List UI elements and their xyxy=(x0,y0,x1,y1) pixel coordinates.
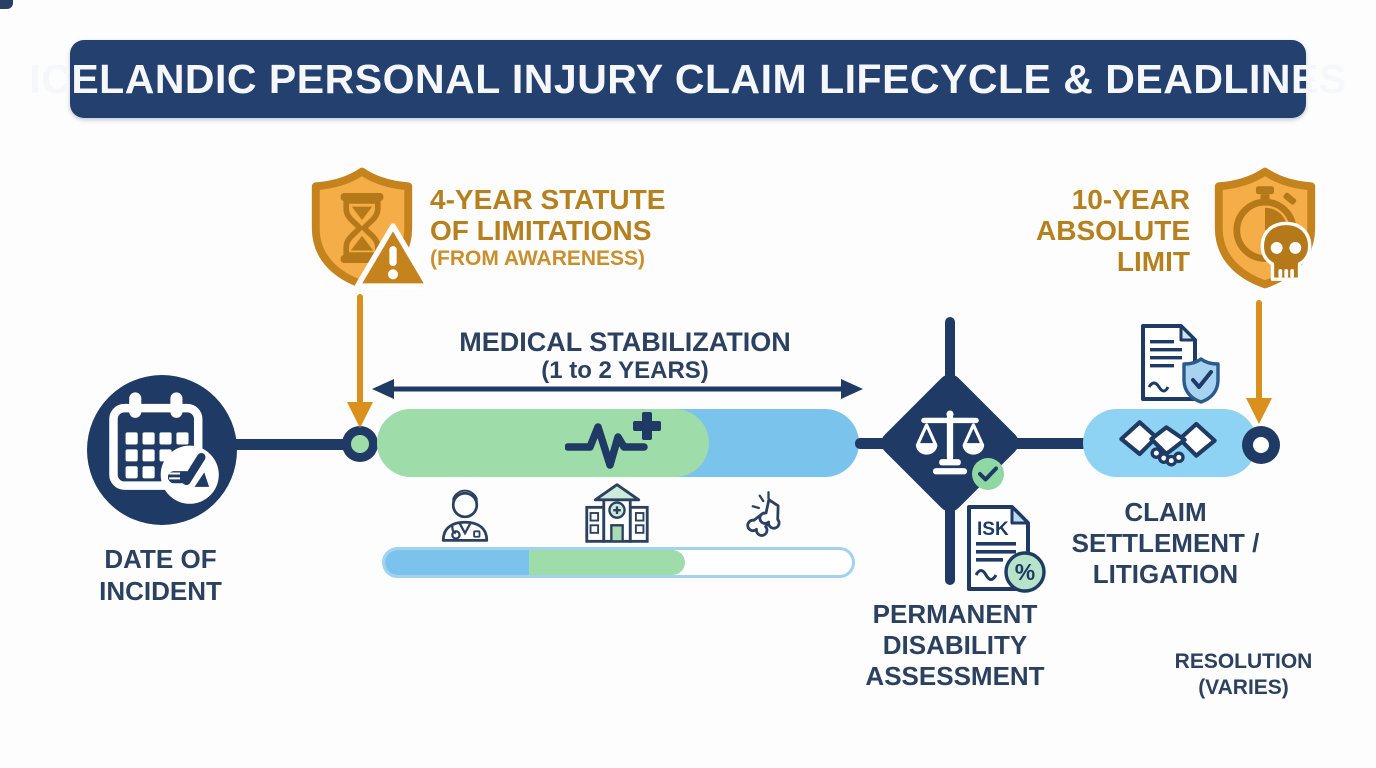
resolution-line2: (VARIES) xyxy=(1198,676,1289,699)
isk-label: ISK xyxy=(977,519,1009,540)
hospital-icon xyxy=(585,483,649,543)
absolute-arrow-head xyxy=(1246,398,1272,424)
settlement-line1: CLAIM xyxy=(1124,497,1207,527)
assessment-label: PERMANENT DISABILITY ASSESSMENT xyxy=(840,599,1070,692)
stabilization-title: MEDICAL STABILIZATION (1 to 2 YEARS) xyxy=(395,327,855,385)
progress-segment-green xyxy=(529,550,685,575)
settlement-line3: LITIGATION xyxy=(1092,559,1239,589)
handshake-icon xyxy=(1119,420,1217,467)
stabilization-title-line: MEDICAL STABILIZATION xyxy=(459,327,791,357)
page-title: ICELANDIC PERSONAL INJURY CLAIM LIFECYCL… xyxy=(29,55,1347,102)
contract-shield-check-icon xyxy=(1141,324,1220,404)
resolution-label: RESOLUTION (VARIES) xyxy=(1156,649,1331,701)
statute-line2: OF LIMITATIONS xyxy=(430,215,652,246)
incident-label-line1: DATE OF xyxy=(104,544,217,574)
statute-arrow-line xyxy=(357,294,363,404)
assessment-line2: DISABILITY xyxy=(882,630,1028,660)
scales-of-justice-icon xyxy=(915,410,985,475)
doctor-icon xyxy=(441,489,489,542)
percent-badge-icon: % xyxy=(1004,551,1046,593)
connector-diamond-to-pill xyxy=(983,438,1088,449)
settlement-label: CLAIM SETTLEMENT / LITIGATION xyxy=(1058,497,1273,590)
absolute-line1: 10-YEAR xyxy=(1071,184,1190,215)
title-banner: ICELANDIC PERSONAL INJURY CLAIM LIFECYCL… xyxy=(29,40,1346,118)
statute-line1: 4-YEAR STATUTE xyxy=(430,184,666,215)
absolute-line3: LIMIT xyxy=(1116,246,1190,277)
injury-badge-icon xyxy=(160,445,219,504)
incident-label: DATE OF INCIDENT xyxy=(58,543,263,607)
absolute-line2: ABSOLUTE xyxy=(1036,215,1190,246)
stabilization-subtitle: (1 to 2 YEARS) xyxy=(541,357,709,384)
absolute-arrow-line xyxy=(1256,300,1262,400)
incident-label-line2: INCIDENT xyxy=(99,576,222,606)
statute-deadline-label: 4-YEAR STATUTE OF LIMITATIONS (FROM AWAR… xyxy=(430,184,710,271)
settlement-line2: SETTLEMENT / xyxy=(1071,528,1260,558)
warning-triangle-icon xyxy=(354,223,432,289)
calendar-icon xyxy=(109,392,219,504)
timeline-node-start-center xyxy=(351,435,369,453)
check-circle-icon xyxy=(972,458,1004,490)
corner-mark xyxy=(0,0,13,9)
connector-incident xyxy=(225,439,360,450)
resolution-line1: RESOLUTION xyxy=(1174,650,1313,673)
stabilization-bar-green xyxy=(377,409,709,477)
progress-bar xyxy=(382,547,855,578)
skull-icon xyxy=(1260,221,1312,281)
statute-arrow-head xyxy=(347,402,373,428)
absolute-limit-label: 10-YEAR ABSOLUTE LIMIT xyxy=(1020,184,1190,277)
broken-bone-icon xyxy=(746,491,781,537)
assessment-line3: ASSESSMENT xyxy=(865,661,1045,691)
heartbeat-plus-icon xyxy=(565,412,661,469)
timeline-node-end-center xyxy=(1253,437,1269,453)
progress-segment-blue xyxy=(385,550,543,575)
isk-document-percent-icon: ISK % xyxy=(967,505,1046,593)
range-arrow xyxy=(372,379,863,399)
assessment-line1: PERMANENT xyxy=(872,599,1038,629)
percent-symbol: % xyxy=(1015,559,1035,585)
statute-line3: (FROM AWARENESS) xyxy=(430,247,646,270)
